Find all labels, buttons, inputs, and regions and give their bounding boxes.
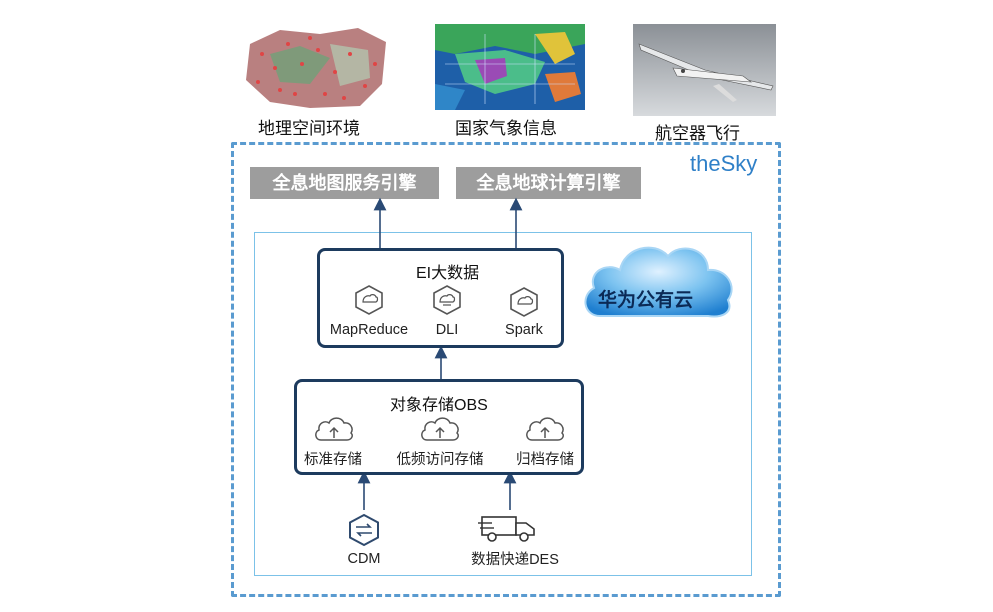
thesky-label: theSky — [690, 151, 758, 176]
infrequent-storage-label: 低频访问存储 — [396, 452, 484, 468]
ei-bigdata-title: EI大数据 — [416, 265, 480, 282]
cloud-services-frame — [254, 232, 752, 576]
spark-icon — [510, 287, 538, 317]
standard-storage-label: 标准存储 — [304, 452, 362, 468]
huawei-cloud-shape — [584, 246, 733, 318]
standard-storage-icon — [315, 417, 353, 441]
weather-map-image — [435, 24, 585, 110]
thesky-frame — [231, 142, 781, 597]
cdm-icon — [349, 513, 379, 547]
mapreduce-label: MapReduce — [329, 322, 409, 338]
mapreduce-icon — [355, 285, 383, 315]
holographic-earth-compute-engine: 全息地球计算引擎 — [456, 167, 641, 199]
infrequent-storage-icon — [421, 417, 459, 441]
des-label: 数据快递DES — [471, 552, 559, 568]
drone-image — [633, 24, 776, 116]
image-caption-weather: 国家气象信息 — [455, 119, 557, 138]
image-caption-geospatial: 地理空间环境 — [258, 119, 360, 138]
obs-title: 对象存储OBS — [390, 397, 488, 414]
spark-label: Spark — [505, 322, 543, 338]
geospatial-image — [240, 24, 390, 110]
holographic-map-service-engine: 全息地图服务引擎 — [250, 167, 439, 199]
truck-icon — [478, 516, 535, 542]
image-caption-aircraft: 航空器飞行 — [655, 124, 740, 143]
archive-storage-label: 归档存储 — [516, 452, 574, 468]
huawei-cloud-label: 华为公有云 — [598, 290, 694, 311]
cdm-label: CDM — [347, 551, 381, 567]
dli-icon — [433, 285, 461, 315]
obs-box: 对象存储OBS — [294, 379, 584, 475]
archive-storage-icon — [526, 417, 564, 441]
dli-label: DLI — [435, 322, 459, 338]
